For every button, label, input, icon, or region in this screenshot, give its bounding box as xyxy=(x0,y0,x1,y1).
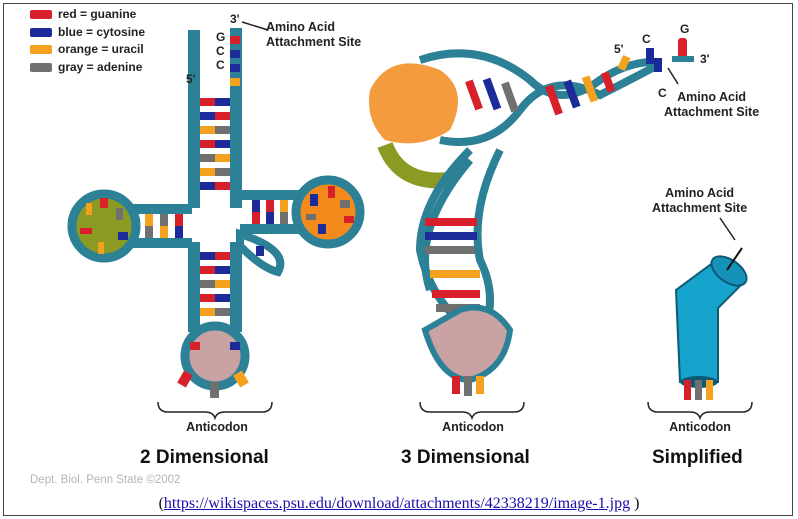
acceptor-stem-pairs xyxy=(200,98,230,190)
trna-simplified xyxy=(676,248,752,400)
legend-adenine: gray = adenine xyxy=(30,59,145,77)
base-c2-2d: C xyxy=(216,58,225,72)
amino-acid-label-3d: Amino Acid Attachment Site xyxy=(664,90,759,120)
backbone-left xyxy=(188,30,200,208)
anticodon-helix-3d xyxy=(425,218,480,312)
end-3-3d: 3' xyxy=(700,52,710,66)
base-c1-2d: C xyxy=(216,44,225,58)
credit: Dept. Biol. Penn State ©2002 xyxy=(30,474,180,486)
base-c1-3d: C xyxy=(642,32,651,46)
base-g-2d: G xyxy=(216,30,225,44)
anticodon-label-simplified: Anticodon xyxy=(655,420,745,435)
source-link[interactable]: https://wikispaces.psu.edu/download/atta… xyxy=(164,495,630,512)
anticodon-loop-3d xyxy=(425,308,510,381)
end-5-3d: 5' xyxy=(614,42,624,56)
anticodon-stem-pairs xyxy=(200,252,230,316)
trna-3d xyxy=(369,38,694,396)
title-simplified: Simplified xyxy=(652,447,743,469)
anticodon-brace-simplified xyxy=(648,402,752,418)
base-g-3d: G xyxy=(680,22,689,36)
title-3d: 3 Dimensional xyxy=(401,447,530,469)
title-2d: 2 Dimensional xyxy=(140,447,269,469)
legend-cytosine: blue = cytosine xyxy=(30,24,145,42)
legend-uracil: orange = uracil xyxy=(30,41,145,59)
anticodon-brace-3d xyxy=(420,402,524,418)
end-3-2d: 3' xyxy=(230,12,240,26)
anticodon-label-2d: Anticodon xyxy=(172,420,262,435)
amino-acid-label-simplified: Amino Acid Attachment Site xyxy=(652,186,747,216)
legend: red = guanine blue = cytosine orange = u… xyxy=(30,6,145,76)
end-5-2d: 5' xyxy=(186,72,196,86)
legend-guanine: red = guanine xyxy=(30,6,145,24)
source-citation: (https://wikispaces.psu.edu/download/att… xyxy=(0,495,798,513)
cloverleaf-2d xyxy=(72,28,360,398)
amino-acid-label-2d: Amino Acid Attachment Site xyxy=(266,20,361,50)
anticodon-brace-2d xyxy=(158,402,272,418)
anticodon-label-3d: Anticodon xyxy=(428,420,518,435)
